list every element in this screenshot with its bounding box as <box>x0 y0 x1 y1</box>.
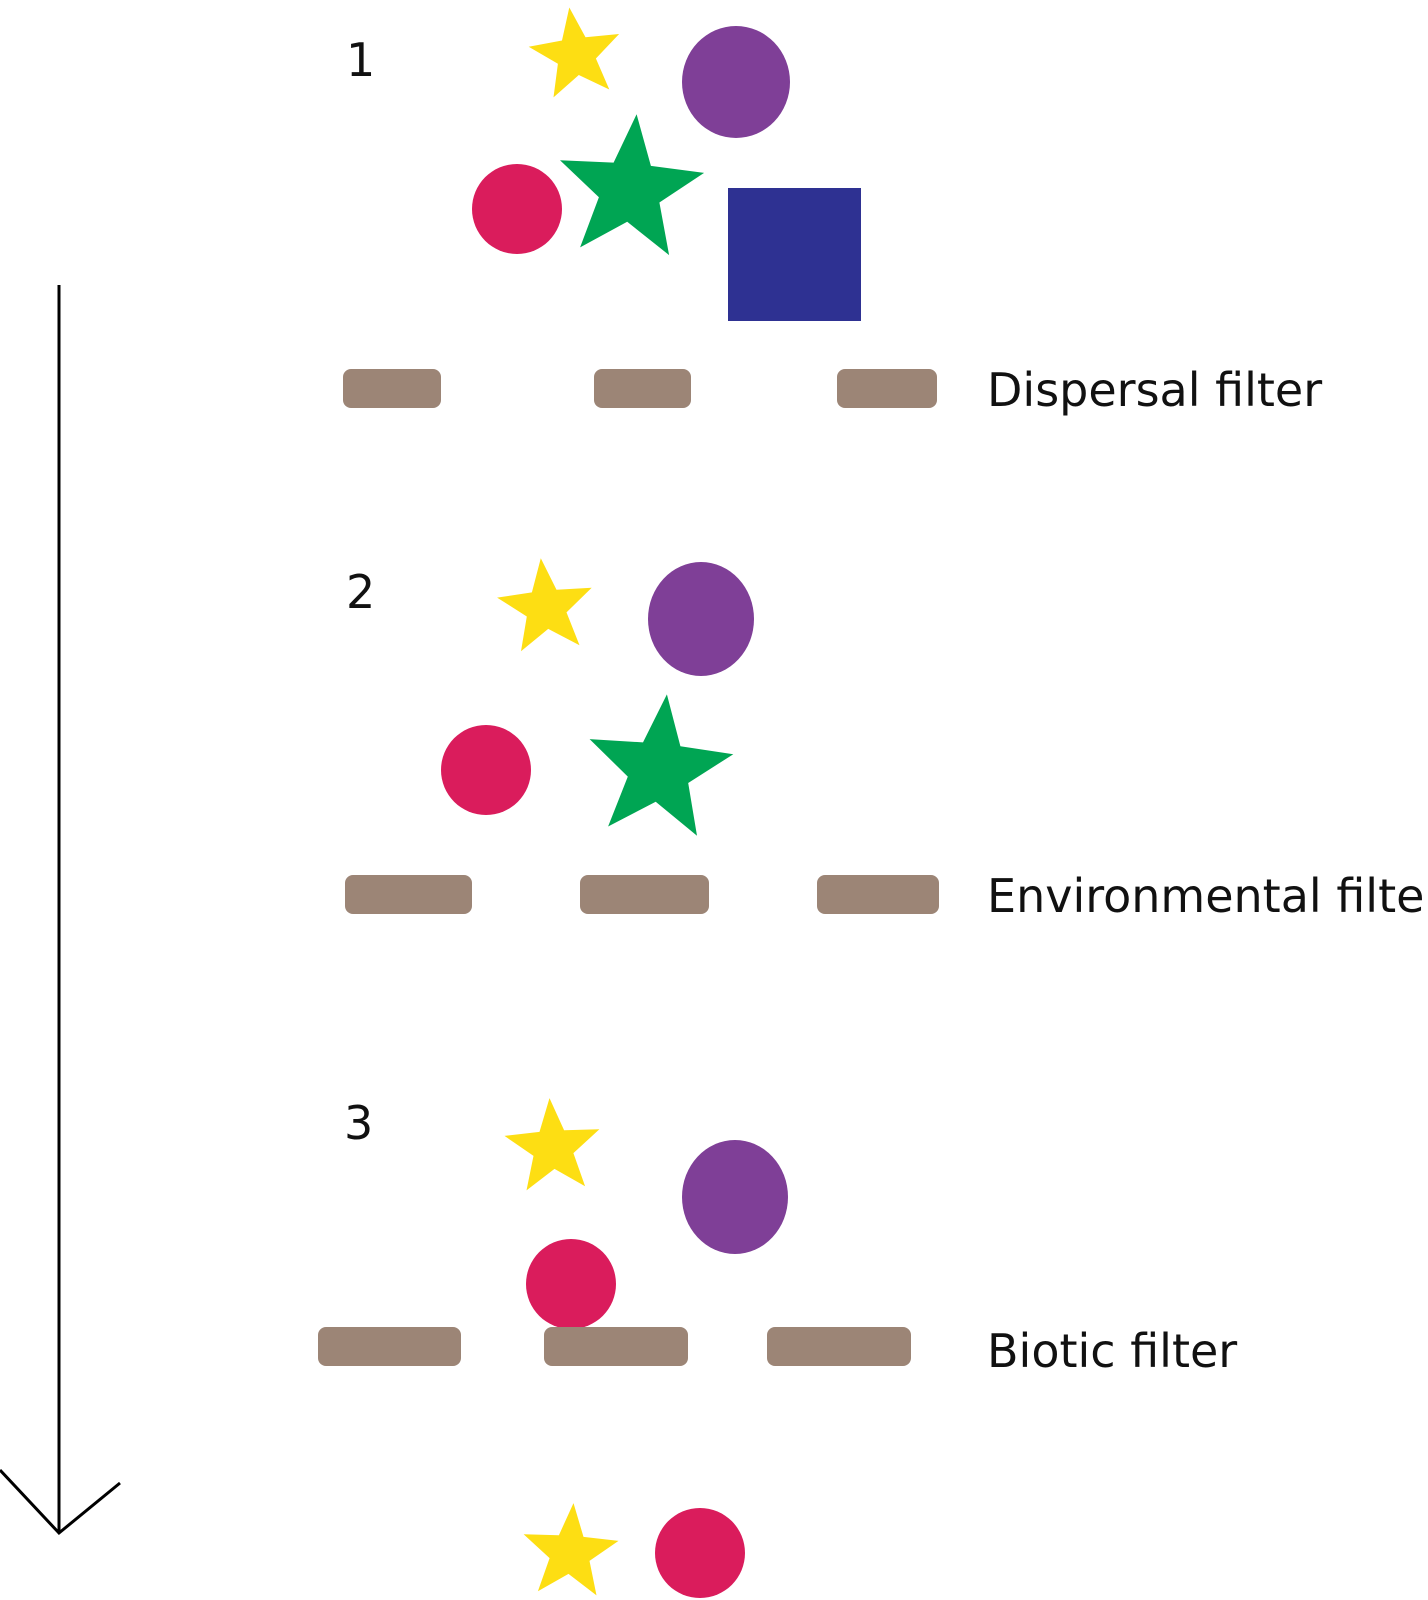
environmental-filter-label: Environmental filter <box>987 869 1428 923</box>
filter-segment <box>837 369 937 408</box>
stage-2-species <box>441 558 754 836</box>
dispersal-filter <box>343 369 937 408</box>
filter-segment <box>544 1327 688 1366</box>
biotic-filter <box>318 1327 911 1366</box>
green-star-icon <box>589 694 734 836</box>
yellow-star-icon <box>504 1098 600 1191</box>
green-star-icon <box>560 114 705 256</box>
red-circle-icon <box>526 1239 616 1329</box>
red-circle-icon <box>655 1508 745 1598</box>
filter-segment <box>594 369 691 408</box>
dispersal-filter-label: Dispersal filter <box>987 363 1322 417</box>
stage-number-1: 1 <box>346 33 375 87</box>
filter-segment <box>817 875 939 914</box>
final-community-species <box>523 1503 745 1598</box>
purple-circle-icon <box>682 1140 788 1254</box>
biotic-filter-label: Biotic filter <box>987 1324 1237 1378</box>
red-circle-icon <box>441 725 531 815</box>
red-circle-icon <box>472 164 562 254</box>
stage-1-species <box>472 7 861 321</box>
blue-square-icon <box>728 188 861 321</box>
arrow-head <box>0 1468 121 1536</box>
yellow-star-icon <box>523 1503 619 1596</box>
filter-segment <box>343 369 441 408</box>
purple-circle-icon <box>682 26 790 138</box>
filter-segment <box>580 875 709 914</box>
yellow-star-icon <box>528 7 620 98</box>
environmental-filter <box>345 875 939 914</box>
stage-number-2: 2 <box>346 565 375 619</box>
yellow-star-icon <box>497 558 592 652</box>
stage-number-3: 3 <box>344 1096 373 1150</box>
filter-segment <box>318 1327 461 1366</box>
filter-segment <box>767 1327 911 1366</box>
process-arrow <box>0 285 121 1536</box>
filter-segment <box>345 875 472 914</box>
purple-circle-icon <box>648 562 754 676</box>
stage-3-species <box>504 1098 788 1329</box>
